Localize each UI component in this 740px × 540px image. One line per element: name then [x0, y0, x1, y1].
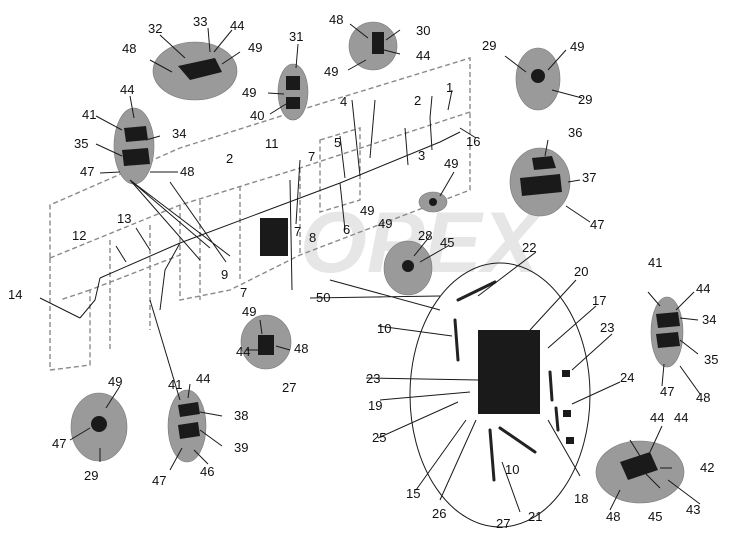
callout-49: 49 [248, 40, 262, 55]
callout-7: 7 [240, 285, 247, 300]
callout-32: 32 [148, 21, 162, 36]
control-unit [260, 218, 288, 256]
callout-48: 48 [294, 341, 308, 356]
callout-34: 34 [172, 126, 186, 141]
callout-49: 49 [324, 64, 338, 79]
callout-4: 4 [340, 94, 347, 109]
callout-49: 49 [108, 374, 122, 389]
callout-48: 48 [606, 509, 620, 524]
callout-49: 49 [242, 304, 256, 319]
battery-block [478, 330, 540, 414]
callout-29: 29 [578, 92, 592, 107]
callout-5: 5 [334, 135, 341, 150]
vehicle-frame [49, 57, 471, 371]
exploded-battery-unit [409, 262, 591, 528]
callout-45: 45 [648, 509, 662, 524]
callout-37: 37 [582, 170, 596, 185]
callout-48: 48 [180, 164, 194, 179]
callout-27: 27 [496, 516, 510, 531]
callout-50: 49 [360, 203, 374, 218]
callout-49: 49 [242, 85, 256, 100]
callout-28: 28 [418, 228, 432, 243]
callout-44: 44 [674, 410, 688, 425]
callout-47: 47 [590, 217, 604, 232]
callout-1: 1 [446, 80, 453, 95]
callout-49: 49 [378, 216, 392, 231]
detail-ellipse-34 [113, 107, 155, 185]
callout-41: 41 [168, 377, 182, 392]
callout-11: 11 [265, 136, 279, 151]
callout-51: 50 [316, 290, 330, 305]
callout-47: 47 [660, 384, 674, 399]
callout-2: 2 [226, 151, 233, 166]
callout-44: 44 [696, 281, 710, 296]
callout-49: 49 [444, 156, 458, 171]
callout-31: 31 [289, 29, 303, 44]
callout-35: 35 [74, 136, 88, 151]
callout-41: 41 [648, 255, 662, 270]
callout-48: 48 [329, 12, 343, 27]
callout-26: 26 [432, 506, 446, 521]
callout-18: 18 [574, 491, 588, 506]
callout-41: 41 [82, 107, 96, 122]
callout-24: 24 [620, 370, 634, 385]
leader-lines [39, 23, 701, 513]
callout-7: 7 [294, 224, 301, 239]
callout-43: 43 [686, 502, 700, 517]
callout-2: 2 [414, 93, 421, 108]
callout-8: 8 [309, 230, 316, 245]
callout-17: 17 [592, 293, 606, 308]
callout-44: 44 [650, 410, 664, 425]
callout-42: 42 [700, 460, 714, 475]
callout-10: 10 [505, 462, 519, 477]
callout-22: 22 [522, 240, 536, 255]
callout-46: 46 [200, 464, 214, 479]
callout-44: 44 [416, 48, 430, 63]
callout-7: 7 [308, 149, 315, 164]
callout-47: 47 [152, 473, 166, 488]
callout-27: 27 [282, 380, 296, 395]
callout-19: 19 [368, 398, 382, 413]
callout-21: 21 [528, 509, 542, 524]
callout-9: 9 [221, 267, 228, 282]
detail-parts [91, 32, 680, 480]
callout-49: 49 [570, 39, 584, 54]
callout-48: 48 [696, 390, 710, 405]
callout-48: 48 [122, 41, 136, 56]
callout-6: 6 [343, 222, 350, 237]
callout-29: 29 [84, 468, 98, 483]
wiring-harness [79, 117, 461, 319]
callout-39: 39 [234, 440, 248, 455]
callout-14: 14 [8, 287, 22, 302]
callout-23: 23 [600, 320, 614, 335]
callout-47: 47 [52, 436, 66, 451]
detail-ellipse-31 [277, 63, 309, 121]
callout-25: 25 [372, 430, 386, 445]
callout-45: 45 [440, 235, 454, 250]
callout-20: 20 [574, 264, 588, 279]
callout-36: 36 [568, 125, 582, 140]
callout-34: 34 [702, 312, 716, 327]
callout-29: 29 [482, 38, 496, 53]
callout-40: 40 [250, 108, 264, 123]
callout-33: 33 [193, 14, 207, 29]
callout-15: 15 [406, 486, 420, 501]
callout-38: 38 [234, 408, 248, 423]
callout-44: 44 [196, 371, 210, 386]
callout-3: 3 [418, 148, 425, 163]
callout-30: 30 [416, 23, 430, 38]
callout-47: 47 [80, 164, 94, 179]
callout-44: 44 [236, 344, 250, 359]
callout-35: 35 [704, 352, 718, 367]
callout-44: 44 [230, 18, 244, 33]
callout-23: 23 [366, 371, 380, 386]
callout-labels: 1 2 2 3 4 5 6 7 7 7 8 9 10 10 11 12 13 1… [8, 12, 718, 531]
callout-13: 13 [117, 211, 131, 226]
callout-12: 12 [72, 228, 86, 243]
callout-10: 10 [377, 321, 391, 336]
callout-44: 44 [120, 82, 134, 97]
callout-16: 16 [466, 134, 480, 149]
